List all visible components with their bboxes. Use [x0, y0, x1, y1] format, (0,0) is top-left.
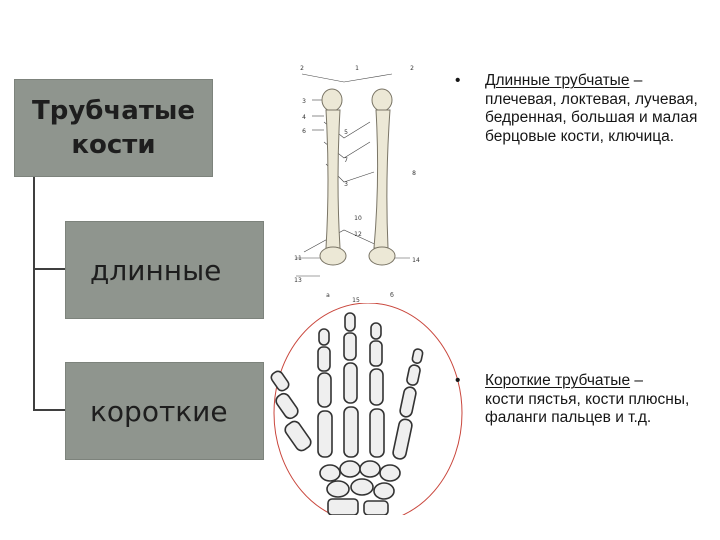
bullet-dash: –	[629, 72, 642, 89]
bullet-dot: •	[455, 372, 460, 391]
bullet-long: • Длинные трубчатые – плечевая, локтевая…	[455, 72, 720, 146]
title-box: Трубчатые кости	[14, 79, 213, 177]
fig-label: 2	[410, 65, 414, 72]
bullet-dot: •	[455, 72, 460, 91]
tree-connector-short	[33, 409, 65, 411]
fig-label: 12	[354, 231, 362, 238]
fig-label: 14	[412, 257, 420, 264]
category-label-short: короткие	[90, 395, 228, 428]
bullet-short: • Короткие трубчатые – кости пястья, кос…	[455, 372, 720, 428]
tree-connector-vertical	[33, 177, 35, 410]
long-bones-illustration: 1 2 2 3 4 5 6 7 8 3 10 12 11 14 13 15 a …	[282, 60, 432, 305]
fig-label: 13	[294, 277, 302, 284]
fig-label: 7	[344, 157, 348, 164]
fig-label: 8	[412, 170, 416, 177]
hand-skeleton-illustration	[268, 303, 463, 515]
fig-label: 11	[294, 255, 302, 262]
fig-label: a	[326, 292, 330, 299]
fig-label: 10	[354, 215, 362, 222]
tree-connector-long	[33, 268, 65, 270]
fig-label: 5	[344, 129, 348, 136]
bullet-text-short: кости пястья, кости плюсны, фаланги паль…	[485, 391, 720, 428]
title-text: Трубчатые кости	[32, 94, 195, 162]
category-label-long: длинные	[90, 254, 221, 287]
bullet-item-short: • Короткие трубчатые – кости пястья, кос…	[455, 372, 720, 428]
bullet-heading-short: Короткие трубчатые	[485, 372, 630, 389]
fig-label: 3	[302, 98, 306, 105]
fig-label: 4	[302, 114, 306, 121]
bullet-dash: –	[630, 372, 643, 389]
bullet-heading-long: Длинные трубчатые	[485, 72, 629, 89]
category-box-long: длинные	[65, 221, 264, 319]
category-box-short: короткие	[65, 362, 264, 460]
fig-label: 6	[302, 128, 306, 135]
fig-label: 1	[355, 65, 359, 72]
bullet-text-long: плечевая, локтевая, лучевая, бедренная, …	[485, 91, 720, 147]
fig-label: 2	[300, 65, 304, 72]
bullet-item-long: • Длинные трубчатые – плечевая, локтевая…	[455, 72, 720, 146]
fig-label: 3	[344, 181, 348, 188]
fig-label: б	[390, 292, 394, 299]
